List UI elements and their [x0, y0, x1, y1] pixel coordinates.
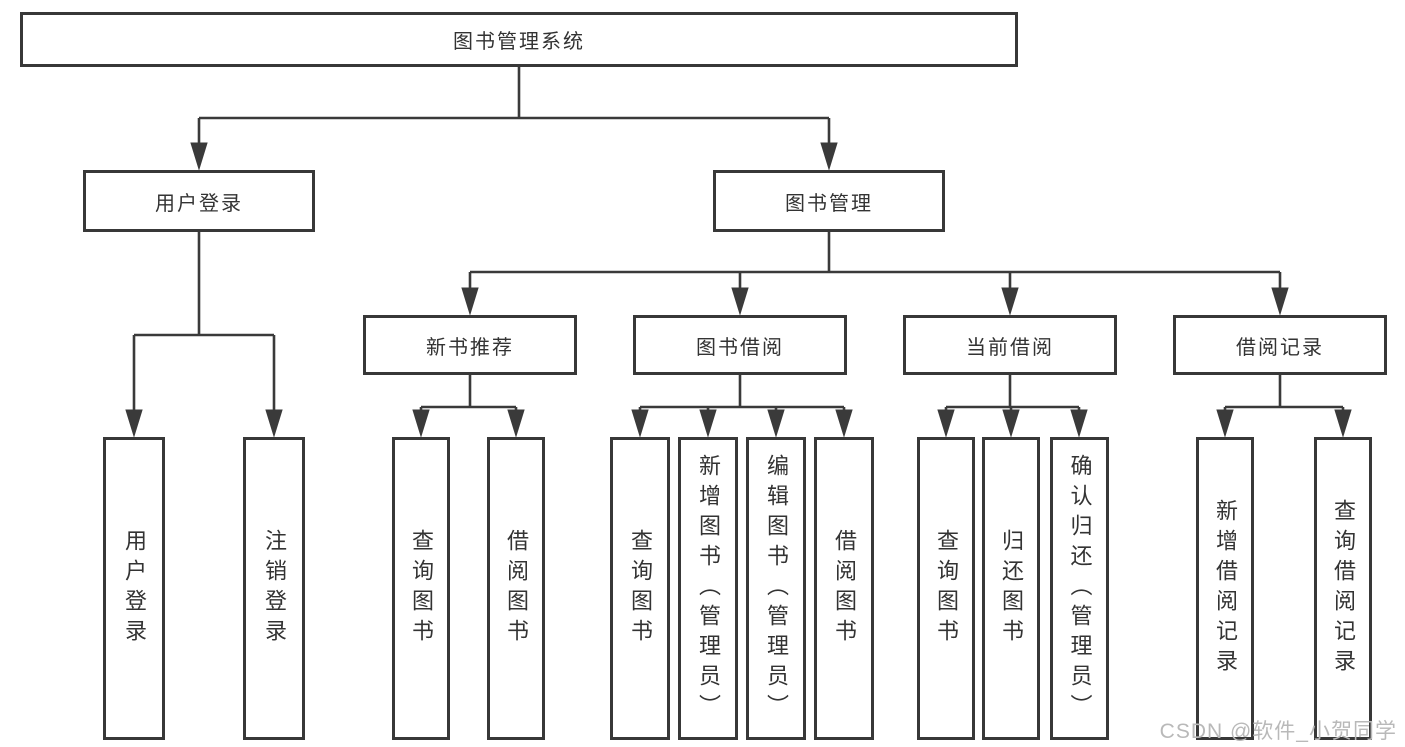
node-label: 图书管理系统 — [453, 31, 585, 53]
leaf-add-borrow-record: 新增借阅记录 — [1196, 437, 1254, 740]
connector-current-borrow-children — [937, 375, 1088, 438]
node-label: 归还图书 — [999, 528, 1024, 649]
connector-user-login-children — [125, 232, 283, 438]
leaf-query-borrow-record: 查询借阅记录 — [1314, 437, 1372, 740]
node-borrowing-records: 借阅记录 — [1173, 315, 1387, 375]
node-label: 用户登录 — [122, 528, 147, 649]
node-label: 查询图书 — [934, 528, 959, 649]
leaf-user-login: 用户登录 — [103, 437, 165, 740]
leaf-query-books-2: 查询图书 — [610, 437, 670, 740]
node-label: 注销登录 — [262, 528, 287, 649]
node-book-management: 图书管理 — [713, 170, 945, 232]
node-label: 借阅图书 — [832, 528, 857, 649]
node-label: 借阅记录 — [1236, 336, 1324, 359]
node-label: 图书借阅 — [696, 336, 784, 359]
node-label: 新书推荐 — [426, 336, 514, 359]
leaf-logout: 注销登录 — [243, 437, 305, 740]
connector-new-book-children — [412, 375, 525, 438]
node-label: 图书管理 — [785, 192, 873, 215]
node-label: 当前借阅 — [966, 336, 1054, 359]
leaf-confirm-return-admin: 确认归还（管理员） — [1050, 437, 1109, 740]
leaf-edit-book-admin: 编辑图书（管理员） — [746, 437, 806, 740]
node-label: 查询图书 — [628, 528, 653, 649]
leaf-borrow-books-1: 借阅图书 — [487, 437, 545, 740]
connector-book-borrow-children — [631, 375, 853, 438]
node-label: 新增图书（管理员） — [696, 453, 721, 724]
connector-book-management-children — [461, 232, 1289, 316]
node-label: 用户登录 — [155, 192, 243, 215]
node-new-book-recommend: 新书推荐 — [363, 315, 577, 375]
node-label: 编辑图书（管理员） — [764, 453, 789, 724]
node-book-management-system: 图书管理系统 — [20, 12, 1018, 67]
node-label: 借阅图书 — [504, 528, 529, 649]
connector-borrow-records-children — [1216, 375, 1352, 438]
leaf-borrow-books-2: 借阅图书 — [814, 437, 874, 740]
node-user-login: 用户登录 — [83, 170, 315, 232]
node-label: 确认归还（管理员） — [1067, 453, 1093, 724]
node-book-borrowing: 图书借阅 — [633, 315, 847, 375]
connector-root-to-level2 — [190, 67, 838, 171]
node-label: 查询图书 — [409, 528, 434, 649]
leaf-query-books-1: 查询图书 — [392, 437, 450, 740]
leaf-add-book-admin: 新增图书（管理员） — [678, 437, 738, 740]
node-label: 新增借阅记录 — [1213, 498, 1238, 679]
node-label: 查询借阅记录 — [1331, 498, 1356, 679]
leaf-query-books-3: 查询图书 — [917, 437, 975, 740]
node-current-borrowing: 当前借阅 — [903, 315, 1117, 375]
leaf-return-books: 归还图书 — [982, 437, 1040, 740]
